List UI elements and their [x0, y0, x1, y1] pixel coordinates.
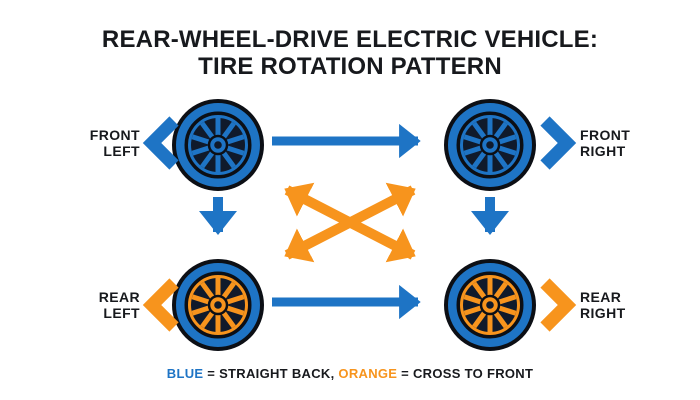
page-title-line1: REAR-WHEEL-DRIVE ELECTRIC VEHICLE: [101, 26, 599, 53]
legend-blue-desc: = STRAIGHT BACK, [203, 366, 339, 381]
legend: BLUE = STRAIGHT BACK, ORANGE = CROSS TO … [0, 366, 700, 381]
chevron-front-right-icon [540, 116, 577, 170]
chevron-rear-left-icon [142, 278, 179, 332]
page-title-line2: TIRE ROTATION PATTERN [198, 53, 502, 80]
chevron-rear-right-icon [540, 278, 577, 332]
label-rear-right: REAR RIGHT [580, 289, 626, 321]
legend-orange-term: ORANGE [338, 366, 398, 381]
label-rear-left: REAR LEFT [98, 289, 140, 321]
legend-orange-desc: = CROSS TO FRONT [397, 366, 534, 381]
label-front-right: FRONT RIGHT [580, 127, 631, 159]
chevron-front-left-icon [142, 116, 179, 170]
page-title: REAR-WHEEL-DRIVE ELECTRIC VEHICLE: TIRE … [0, 26, 700, 80]
arrow-cross-diagonal-2 [284, 182, 416, 263]
legend-blue-term: BLUE [166, 366, 204, 381]
label-front-left: FRONT LEFT [89, 127, 140, 159]
